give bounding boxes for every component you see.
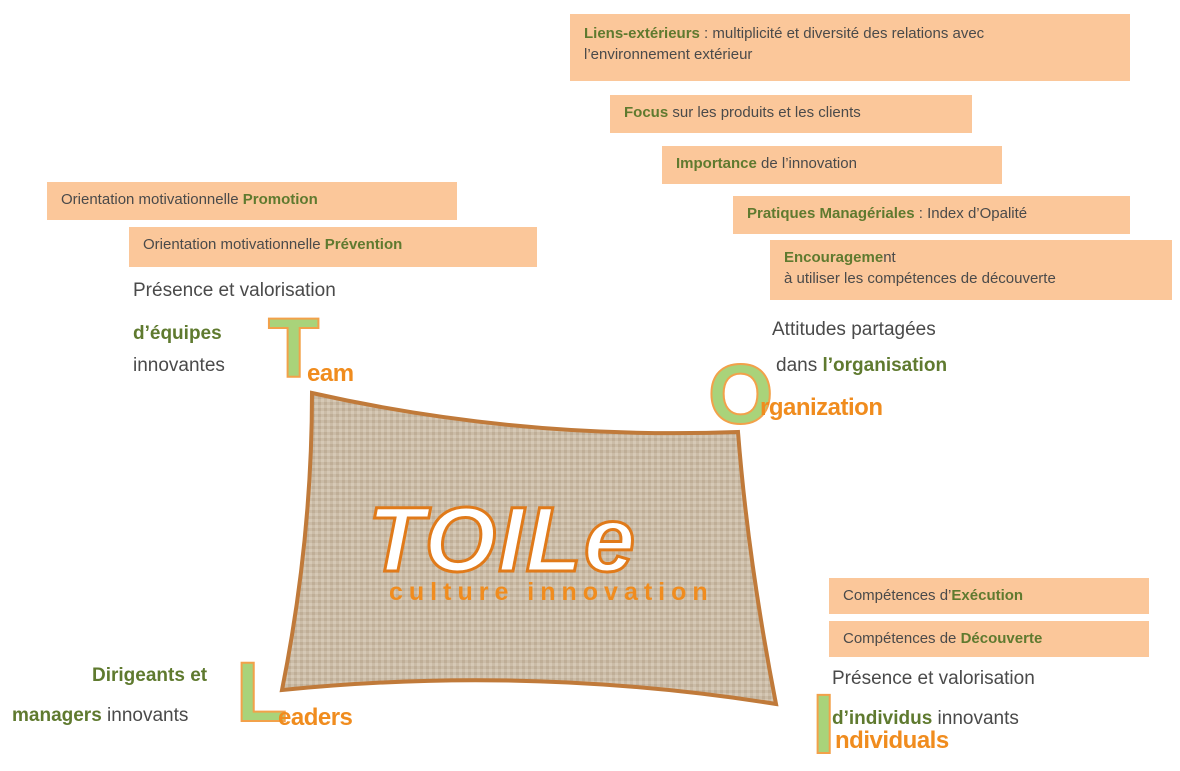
leaders-line1: Dirigeants et [92,664,207,688]
leaders-word: eaders [278,704,353,731]
leaders-line2: managers innovants [12,704,188,728]
ind-line1: Présence et valorisation [832,668,1035,689]
ind-box-decouverte-bold: Découverte [960,630,1043,647]
team-box-prevention-text: Orientation motivationnelle [143,236,325,253]
leaders-line1-bold: Dirigeants et [92,665,208,686]
org-box-importance-text: de l’innovation [756,155,857,172]
org-letter: O [707,347,774,441]
org-box-encouragement-bold: Encourageme [784,249,884,266]
ind-box-execution-text: Compétences d’ [843,587,952,604]
org-word: rganization [760,394,883,421]
team-line2: d’équipes [133,322,222,346]
ind-line2: d’individus innovants [832,707,1019,731]
team-word: eam [307,360,354,387]
toile-subtitle: culture innovation [389,578,714,606]
team-line1: Présence et valorisation [133,280,336,301]
org-box-liens-text2: l’environnement extérieur [584,46,753,63]
org-line2-text: dans [776,355,823,376]
team-box-promotion-text: Orientation motivationnelle [61,191,243,208]
org-box-focus-text: sur les produits et les clients [668,104,861,121]
ind-line2-bold: d’individus [832,708,933,729]
ind-letter: I [811,677,836,771]
leaders-letter: L [235,645,288,739]
ind-box-execution: Compétences d’Exécution [829,578,1149,614]
canvas-shape [279,390,779,707]
org-box-liens: Liens-extérieurs : multiplicité et diver… [570,14,1130,81]
team-box-promotion-bold: Promotion [242,191,318,208]
org-box-pratiques-text: : Index d’Opalité [914,205,1028,222]
team-box-prevention-bold: Prévention [324,236,403,253]
org-box-encouragement-text2: à utiliser les compétences de découverte [784,270,1056,287]
org-line1: Attitudes partagées [772,319,936,340]
org-box-importance-bold: Importance [676,155,757,172]
ind-box-execution-bold: Exécution [951,587,1024,604]
team-line2-bold: d’équipes [133,323,222,344]
ind-box-decouverte: Compétences de Découverte [829,621,1149,657]
org-box-pratiques-bold: Pratiques Managériales [747,205,915,222]
toile-title: TOILe [366,488,638,593]
leaders-line2-bold: managers [12,705,102,726]
ind-box-decouverte-text: Compétences de [843,630,961,647]
team-box-promotion: Orientation motivationnelle Promotion [47,182,457,220]
team-box-prevention: Orientation motivationnelle Prévention [129,227,537,267]
org-line2-bold: l’organisation [822,355,948,376]
org-box-encouragement: Encouragement à utiliser les compétences… [770,240,1172,300]
org-box-liens-text: : multiplicité et diversité des relation… [699,25,985,42]
org-box-liens-bold: Liens-extérieurs [584,25,700,42]
team-letter: T [267,301,320,395]
org-box-encouragement-text: nt [883,249,896,266]
org-box-focus-bold: Focus [624,104,669,121]
org-line2: dans l’organisation [776,354,947,378]
team-line3: innovantes [133,355,225,376]
leaders-line2-text: innovants [101,705,189,726]
org-box-importance: Importance de l’innovation [662,146,1002,184]
ind-line2-text: innovants [932,708,1019,729]
org-box-pratiques: Pratiques Managériales : Index d’Opalité [733,196,1130,234]
org-box-focus: Focus sur les produits et les clients [610,95,972,133]
ind-word: ndividuals [835,727,949,754]
